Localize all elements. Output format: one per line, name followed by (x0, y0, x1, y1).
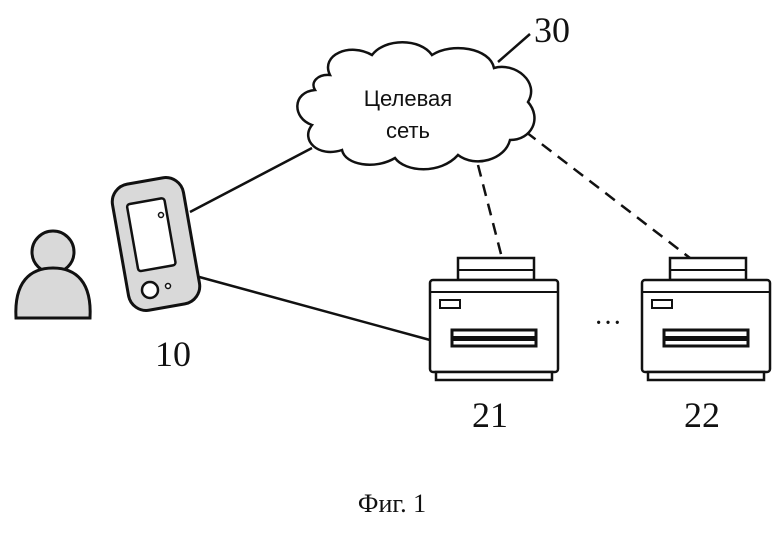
link-terminal-printer-21 (192, 275, 430, 340)
cloud-label-line1: Целевая (364, 86, 452, 111)
terminal-ref-label: 10 (155, 334, 191, 374)
printer-icon-22 (642, 258, 770, 380)
printer-22-ref-label: 22 (684, 395, 720, 435)
printer-21-ref-label: 21 (472, 395, 508, 435)
cloud-label-line2: сеть (386, 118, 430, 143)
printer-icon-21 (430, 258, 558, 380)
cloud-ref-label: 30 (534, 10, 570, 50)
figure-caption: Фиг. 1 (358, 489, 426, 518)
link-network-printer-21 (478, 165, 502, 258)
link-network-printer-22 (526, 132, 690, 258)
terminal-device-icon (109, 175, 202, 314)
ellipsis: ··· (594, 308, 622, 339)
link-terminal-network (190, 148, 312, 212)
label-30-leader (498, 34, 530, 62)
user-icon (16, 231, 90, 318)
